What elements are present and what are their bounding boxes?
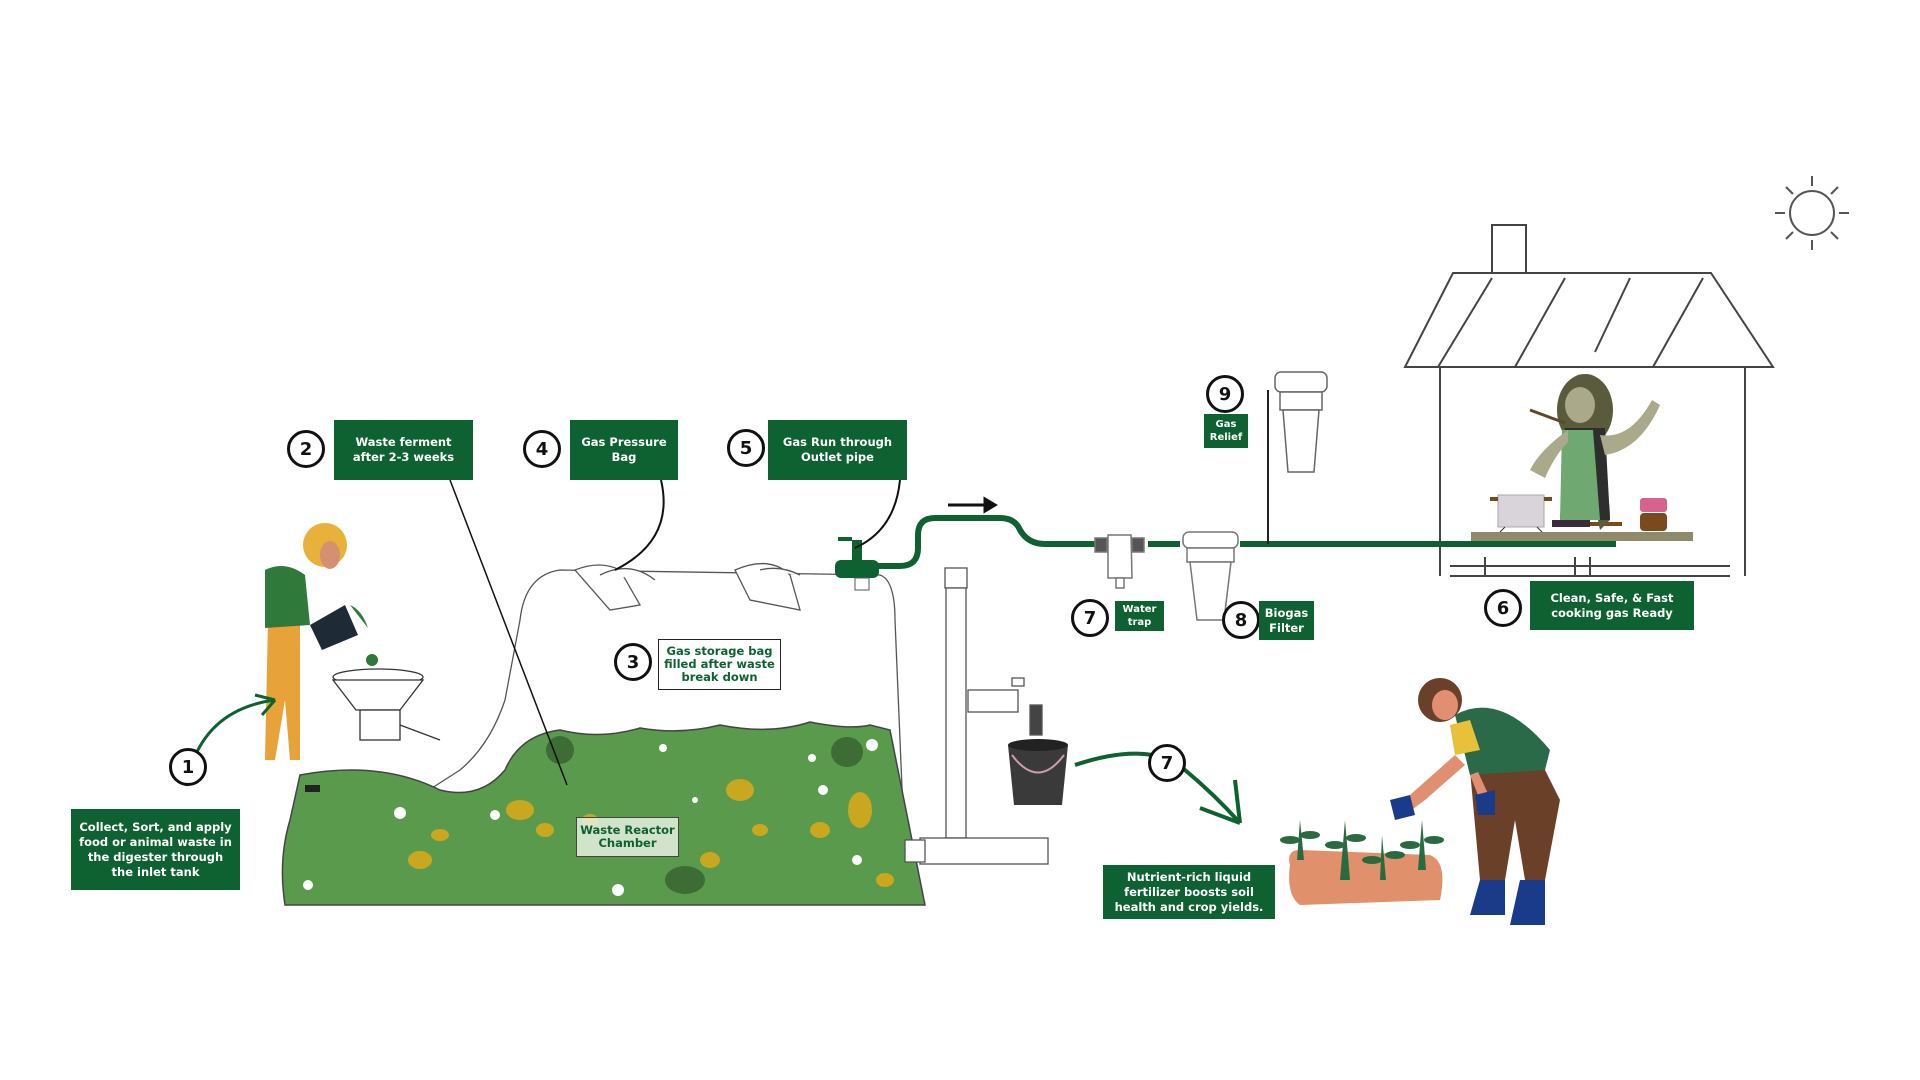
fertilizer-arrow bbox=[1074, 751, 1242, 825]
sun-icon bbox=[1775, 176, 1849, 250]
step4-pointer bbox=[614, 479, 665, 571]
biogas-filter-icon bbox=[1182, 531, 1239, 621]
step-1-number: 1 bbox=[169, 748, 207, 786]
waste-slurry bbox=[281, 721, 926, 906]
cups-icon bbox=[1640, 498, 1667, 531]
step-9-label: Gas Relief bbox=[1204, 414, 1248, 448]
house-icon bbox=[1403, 224, 1775, 577]
step-2-number: 2 bbox=[287, 430, 325, 468]
step-9-number: 9 bbox=[1206, 375, 1244, 413]
water-trap-icon bbox=[1094, 534, 1145, 589]
gas-pipeline bbox=[864, 515, 1616, 569]
slurry-outlet-pipe bbox=[904, 567, 1049, 865]
slurry-bucket-icon bbox=[1008, 739, 1068, 805]
waste-reactor-chamber-label: Waste Reactor Chamber bbox=[576, 817, 679, 857]
step-8-label: Biogas Filter bbox=[1259, 601, 1314, 640]
kitchen-counter bbox=[1471, 532, 1693, 541]
farm-bed bbox=[1280, 820, 1444, 905]
step-6-label: Clean, Safe, & Fast cooking gas Ready bbox=[1530, 581, 1694, 630]
step5-pointer bbox=[854, 479, 901, 549]
step-7-water-trap-number: 7 bbox=[1071, 599, 1109, 637]
inlet-tank bbox=[331, 668, 441, 741]
gas-relief-filter-icon bbox=[1274, 371, 1328, 473]
step-6-number: 6 bbox=[1484, 589, 1522, 627]
frying-pan-icon bbox=[1552, 520, 1622, 527]
step-8-number: 8 bbox=[1222, 601, 1260, 639]
gas-outlet-valve-icon bbox=[835, 537, 879, 591]
step-1-label: Collect, Sort, and apply food or animal … bbox=[71, 809, 240, 890]
cooking-pot-icon bbox=[1490, 494, 1552, 533]
step-2-label: Waste ferment after 2-3 weeks bbox=[334, 420, 473, 480]
step-4-number: 4 bbox=[523, 430, 561, 468]
step-7-fertilizer-number: 7 bbox=[1148, 744, 1186, 782]
step-7-fertilizer-label: Nutrient-rich liquid fertilizer boosts s… bbox=[1103, 865, 1275, 919]
inlet-woman-figure bbox=[265, 523, 378, 792]
step-5-label: Gas Run through Outlet pipe bbox=[768, 420, 907, 480]
farmer-figure bbox=[1390, 678, 1560, 925]
flow-arrow-icon bbox=[948, 496, 998, 514]
step-7-water-trap-label: Water trap bbox=[1115, 601, 1164, 631]
step-3-label: Gas storage bag filled after waste break… bbox=[658, 639, 781, 690]
step-4-label: Gas Pressure Bag bbox=[570, 420, 678, 480]
step-3-number: 3 bbox=[614, 643, 652, 681]
step2-pointer bbox=[449, 479, 568, 786]
cooking-woman-figure bbox=[1529, 374, 1660, 530]
step-5-number: 5 bbox=[727, 429, 765, 467]
